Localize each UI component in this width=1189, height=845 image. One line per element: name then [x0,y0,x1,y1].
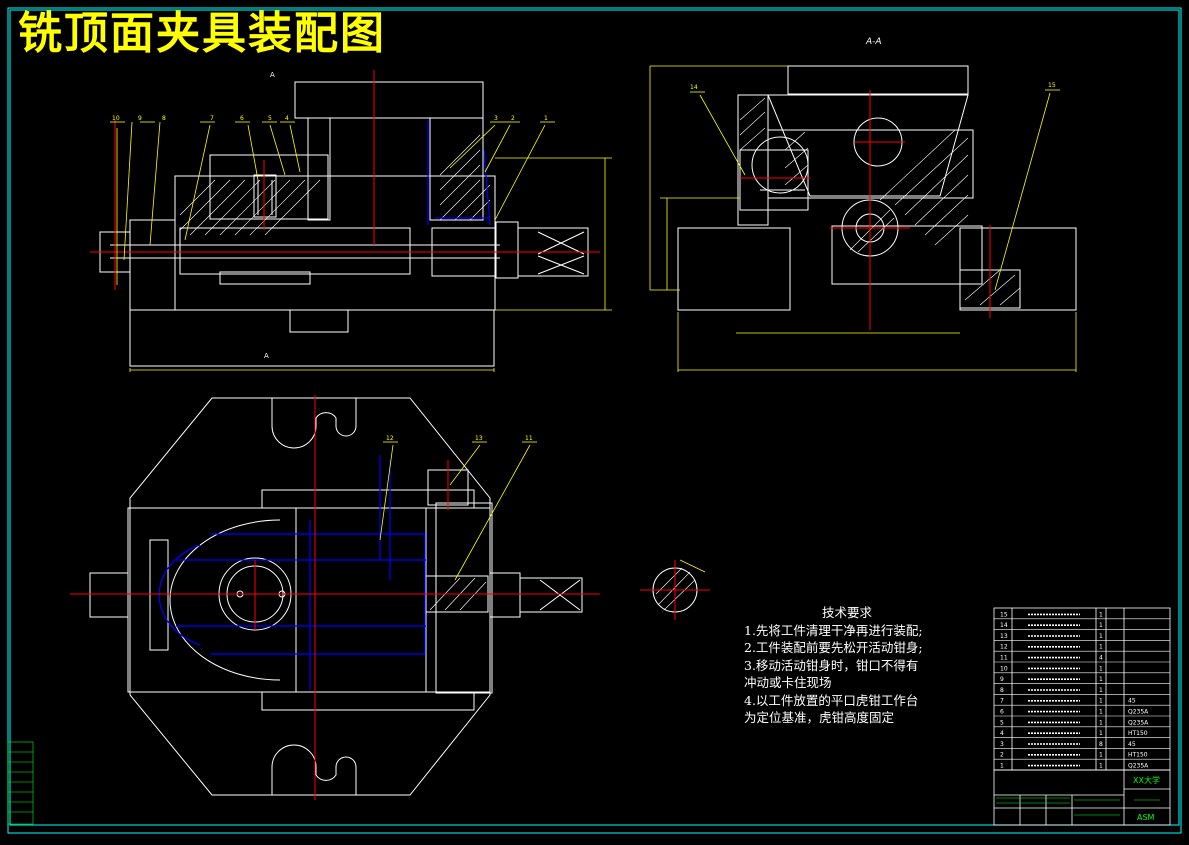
parts-row-no: 5 [1000,719,1004,726]
balloon-4: 4 [285,115,289,122]
parts-row-qty: 1 [1099,676,1103,683]
balloon-13: 13 [475,435,483,442]
parts-row-material: Q235A [1128,763,1149,770]
balloon-6: 6 [240,115,244,122]
top-view-leaders [379,441,537,581]
parts-row-material: Q235A [1128,709,1149,716]
tech-item-3b: 冲动或卡住现场 [744,675,832,690]
parts-row-no: 4 [1000,730,1004,737]
balloon-15: 15 [1048,82,1056,89]
parts-row-qty: 1 [1099,687,1103,694]
parts-row-material: HT150 [1128,752,1148,759]
tech-heading: 技术要求 [822,605,873,620]
drawing-code: ASM [1137,813,1155,822]
parts-row-no: 9 [1000,676,1004,683]
parts-row-no: 11 [1000,655,1008,662]
balloon-1: 1 [544,115,548,122]
parts-row-no: 13 [1000,633,1008,640]
parts-row-material: 45 [1128,741,1136,748]
balloon-14: 14 [690,84,698,91]
parts-row-qty: 1 [1099,763,1103,770]
title-block-green-text [996,797,1160,816]
drawing-title: 铣顶面夹具装配图 [18,8,386,59]
title-block [993,769,1171,826]
top-view-centerlines [70,395,600,800]
section-balloons: 14 15 [690,82,1056,91]
front-view-dimensions [110,121,612,372]
balloon-10: 10 [112,115,120,122]
parts-row-material: Q235A [1128,719,1149,726]
parts-row-no: 2 [1000,752,1004,759]
balloon-5: 5 [268,115,272,122]
parts-row-qty: 1 [1099,730,1103,737]
tech-item-4: 4.以工件放置的平口虎钳工作台 [744,692,919,708]
front-view-hidden [427,120,491,226]
parts-row-no: 1 [1000,763,1004,770]
front-view-centerlines [90,70,600,290]
parts-row-no: 7 [1000,698,1004,705]
front-view [99,81,589,367]
parts-row-qty: 1 [1099,698,1103,705]
balloon-3: 3 [494,115,498,122]
inner-border [9,9,1180,826]
balloon-12: 12 [386,435,394,442]
view-mark-bottom: A [264,352,269,360]
tech-item-4b: 为定位基准，虎钳高度固定 [744,710,895,725]
balloon-9: 9 [138,115,142,122]
parts-row-qty: 1 [1099,611,1103,618]
parts-row-no: 12 [1000,644,1008,651]
parts-row-qty: 1 [1099,644,1103,651]
parts-row-qty: 1 [1099,622,1103,629]
tech-item-3: 3.移动活动钳身时，钳口不得有 [744,657,919,673]
parts-row-qty: 8 [1099,741,1103,748]
parts-row-no: 15 [1000,611,1008,618]
section-label: A-A [865,37,882,47]
parts-row-no: 8 [1000,687,1004,694]
balloon-2: 2 [511,115,515,122]
front-view-balloons: 10 9 8 7 6 5 4 3 2 1 [112,115,548,122]
tech-item-2: 2.工件装配前要先松开活动钳身; [744,640,923,655]
balloon-8: 8 [162,115,166,122]
parts-row-qty: 1 [1099,752,1103,759]
school-name: XX大学 [1133,775,1160,785]
parts-row-qty: 1 [1099,665,1103,672]
parts-row-no: 10 [1000,665,1008,672]
section-centerlines [740,90,991,330]
parts-row-qty: 1 [1099,709,1103,716]
tech-requirements: 技术要求 1.先将工件清理干净再进行装配; 2.工件装配前要先松开活动钳身; 3… [744,604,923,727]
parts-row-material: HT150 [1128,730,1148,737]
outer-border [7,7,1182,834]
parts-row-no: 3 [1000,741,1004,748]
detail-view [640,559,710,620]
parts-row-no: 14 [1000,622,1008,629]
balloon-7: 7 [210,115,214,122]
parts-row-qty: 1 [1099,719,1103,726]
parts-row-material: 45 [1128,698,1136,705]
section-dimensions [649,65,1077,372]
view-mark-top: A [270,71,275,79]
balloon-11: 11 [525,435,533,442]
tech-item-1: 1.先将工件清理干净再进行装配; [744,622,923,638]
top-view-balloons: 12 13 11 [386,435,533,442]
top-view-hidden [158,455,426,690]
edge-stamp-table [7,741,34,825]
parts-row-no: 6 [1000,709,1004,716]
parts-row-qty: 4 [1099,655,1103,662]
parts-row-qty: 1 [1099,633,1103,640]
